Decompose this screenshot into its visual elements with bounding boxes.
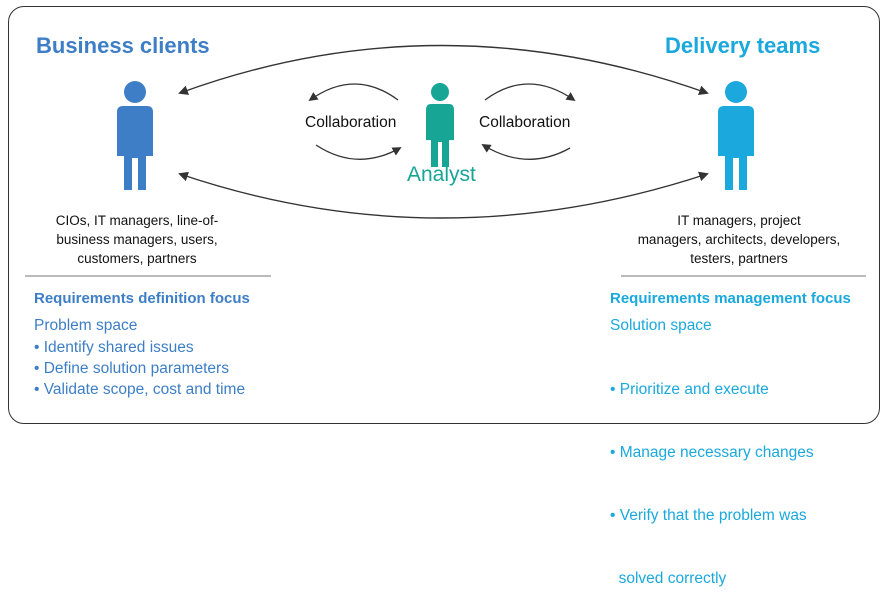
left-collab-bottom-arrow xyxy=(315,144,402,160)
business-roles-line: CIOs, IT managers, line-of- xyxy=(55,213,219,228)
right-collab-bottom-arrow xyxy=(481,144,571,160)
delivery-roles-line: managers, architects, developers, xyxy=(637,232,841,247)
right-collab-top-arrow xyxy=(484,83,576,102)
diagram-frame xyxy=(8,6,880,424)
business-clients-title: Business clients xyxy=(36,33,210,58)
list-item: • Manage necessary changes xyxy=(610,444,814,461)
list-item: • Define solution parameters xyxy=(34,360,229,377)
bottom-arc-arrow xyxy=(178,171,709,219)
business-person-icon xyxy=(117,81,153,190)
top-arc-arrow xyxy=(178,44,709,95)
delivery-teams-title: Delivery teams xyxy=(665,33,821,58)
list-item: • Validate scope, cost and time xyxy=(34,381,246,398)
left-collab-top-arrow xyxy=(308,83,399,102)
list-item: • Prioritize and execute xyxy=(610,381,769,398)
business-roles: CIOs, IT managers, line-of- business man… xyxy=(37,211,237,268)
delivery-roles-line: testers, partners xyxy=(690,251,788,266)
collaboration-left-label: Collaboration xyxy=(305,114,397,131)
delivery-roles: IT managers, project managers, architect… xyxy=(627,211,851,268)
definition-focus-list: • Identify shared issues • Define soluti… xyxy=(34,337,245,400)
analyst-label: Analyst xyxy=(407,163,476,186)
analyst-person-icon xyxy=(426,83,454,167)
business-roles-line: business managers, users, xyxy=(56,232,218,247)
requirements-management-focus-title: Requirements management focus xyxy=(610,290,851,307)
business-roles-line: customers, partners xyxy=(77,251,197,266)
requirements-definition-focus-title: Requirements definition focus xyxy=(34,290,250,307)
diagram-graphics xyxy=(25,44,866,277)
problem-space-label: Problem space xyxy=(34,317,138,334)
solution-space-label: Solution space xyxy=(610,317,712,334)
list-item: solved correctly xyxy=(610,570,727,587)
management-focus-list: • Prioritize and execute • Manage necess… xyxy=(610,337,814,610)
list-item: • Verify that the problem was xyxy=(610,507,807,524)
list-item: • Identify shared issues xyxy=(34,339,194,356)
delivery-roles-line: IT managers, project xyxy=(677,213,801,228)
delivery-person-icon xyxy=(718,81,754,190)
collaboration-right-label: Collaboration xyxy=(479,114,571,131)
